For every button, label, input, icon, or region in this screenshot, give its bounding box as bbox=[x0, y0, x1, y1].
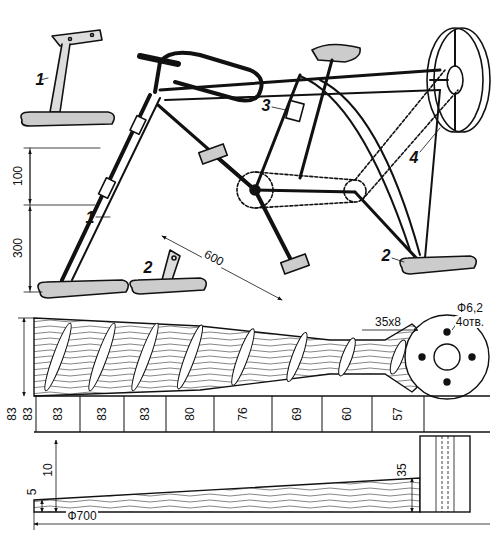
section-size: 69 bbox=[291, 406, 303, 421]
section-size: 57 bbox=[392, 406, 404, 421]
dimension: 83 bbox=[6, 406, 18, 421]
section-size: 83 bbox=[52, 406, 64, 421]
part-2-detail bbox=[130, 250, 206, 294]
callout-number: 4 bbox=[409, 150, 420, 166]
section-size: 80 bbox=[184, 406, 196, 421]
callout-number: 2 bbox=[143, 260, 154, 276]
propeller-blade-side bbox=[34, 436, 490, 530]
propeller-blade-plan bbox=[18, 315, 490, 432]
dimension: 35 bbox=[396, 462, 408, 477]
callout-number: 2 bbox=[381, 248, 392, 264]
rear-ski bbox=[392, 256, 476, 274]
dimension: 10 bbox=[42, 462, 54, 477]
section-size: 60 bbox=[341, 406, 353, 421]
section-size: 83 bbox=[22, 406, 34, 421]
callout-number: 1 bbox=[35, 72, 46, 88]
spiked-wheel bbox=[420, 28, 490, 152]
dimension: 35х8 bbox=[374, 316, 402, 328]
dimension: Ф6,2 bbox=[456, 302, 484, 314]
dimension: 100 bbox=[12, 165, 24, 187]
section-size: 83 bbox=[96, 406, 108, 421]
seat-post bbox=[272, 44, 360, 178]
dimension: 600 bbox=[201, 248, 226, 269]
frame bbox=[158, 70, 440, 262]
dimension: 4отв. bbox=[455, 316, 485, 328]
dimension: 300 bbox=[12, 237, 24, 259]
front-fork bbox=[38, 95, 160, 298]
dimension: Ф700 bbox=[66, 510, 97, 522]
part-1-detail bbox=[21, 30, 114, 126]
dimension-lines bbox=[24, 148, 282, 300]
callout-number: 1 bbox=[85, 210, 96, 226]
section-size: 83 bbox=[139, 406, 151, 421]
section-size: 76 bbox=[237, 406, 249, 421]
dimension: 5 bbox=[26, 488, 38, 497]
callout-number: 3 bbox=[261, 98, 272, 114]
handlebar bbox=[140, 53, 262, 101]
drive-chain bbox=[199, 70, 458, 274]
